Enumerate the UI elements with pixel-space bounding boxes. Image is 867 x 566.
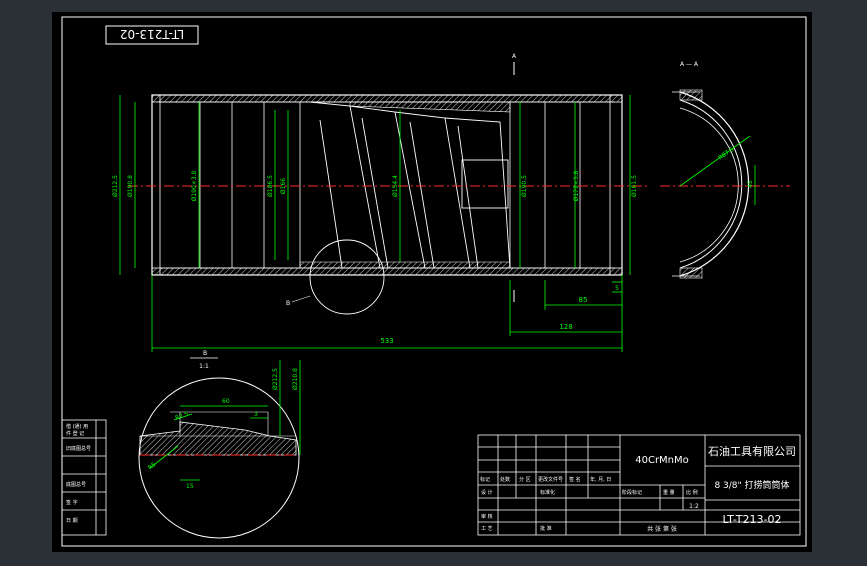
view-label-right: A — A [680,61,699,68]
hdr-5: 签 名 [569,476,581,483]
hdr-4: 更改文件号 [538,476,563,483]
stage-label-1: 阶段标记 [622,489,642,496]
stage-label-3: 比 例 [686,489,698,496]
detail-label: B [203,350,207,357]
detail-dim-60: 60 [222,398,230,405]
detail-ref: B [286,300,290,307]
detail-dim-15: 15 [186,483,194,490]
hdr-1: 标记 [480,476,490,483]
detail-circle [309,239,385,315]
row-label-4: 工 艺 [481,526,493,532]
dia-label-6: Ø154.4 [392,175,399,197]
hdr-6: 年, 月, 日 [590,476,611,483]
title-block [477,434,801,536]
dia-label-7: Ø190.5 [521,175,528,197]
dia-label-8: Ø179×3.8 [573,170,580,201]
top-wall-hatch [151,94,623,103]
dim-85: 85 [579,296,588,304]
bottom-wall-hatch [151,267,623,276]
dim-r-end: 5 [615,285,619,292]
hdr-3: 分 区 [519,476,531,483]
dia-label-4: Ø186.5 [267,175,274,197]
dia-label-3: Ø190×3.8 [191,170,198,201]
detail-view-circle [138,377,300,539]
detail-dim-dia2: Ø210.8 [292,368,299,390]
detail-dim-dia1: Ø212.5 [272,368,279,390]
section-view: A — A R87.5 45 [660,61,790,279]
drawing-number: LT-T213-02 [723,513,782,526]
dia-label-1: Ø212.5 [112,175,119,197]
drawing-number-stamp: LT-T213-02 [120,27,184,41]
stamp-box [105,25,199,45]
dia-label-2: Ø190.8 [127,175,134,197]
section-marker-top: A [512,53,517,60]
row-label-5: 批 准 [540,525,552,532]
inner-frame [61,16,807,547]
detail-view: B 1:1 60 15 3 R2.5 R5 Ø212.5 Ø210.8 [138,350,301,539]
rev-row-4: 底图总号 [66,481,86,488]
detail-dim-r25: R2.5 [174,411,189,422]
stage-label-2: 重 量 [663,489,675,496]
sheet-text: 共 张 第 张 [647,525,677,533]
dim-128: 128 [559,323,572,331]
detail-dim-r5: R5 [147,461,158,472]
rev-row-5: 签 字 [66,499,78,506]
part-name: 8 3/8" 打捞筒筒体 [714,479,789,491]
main-view: 533 85 128 5 Ø212.5 Ø190.8 Ø190×3.8 Ø186… [112,53,650,352]
detail-scale: 1:1 [199,363,209,370]
main-dimensions [119,95,631,352]
dia-label-5: Ø166 [280,178,287,194]
scale-value: 1:2 [689,503,699,510]
row-label-1: 设 计 [481,489,493,496]
row-label-3: 审 核 [481,513,493,520]
detail-dim-3: 3 [254,411,258,418]
company-name: 石油工具有限公司 [708,444,796,458]
overall-length-dim: 533 [380,337,393,345]
rev-row-6: 日 期 [66,518,78,524]
rev-row-3: 旧底图总号 [66,445,91,452]
dia-label-9: Ø161.5 [631,175,638,197]
revision-block [61,419,107,536]
rev-row-1: 借 (通) 用 [66,423,88,430]
section-small-dim: 45 [747,180,754,188]
row-label-2: 标准化 [540,489,555,496]
material: 40CrMnMo [635,455,689,466]
rev-row-2: 件 登 记 [66,430,84,437]
hdr-2: 处数 [500,476,510,483]
